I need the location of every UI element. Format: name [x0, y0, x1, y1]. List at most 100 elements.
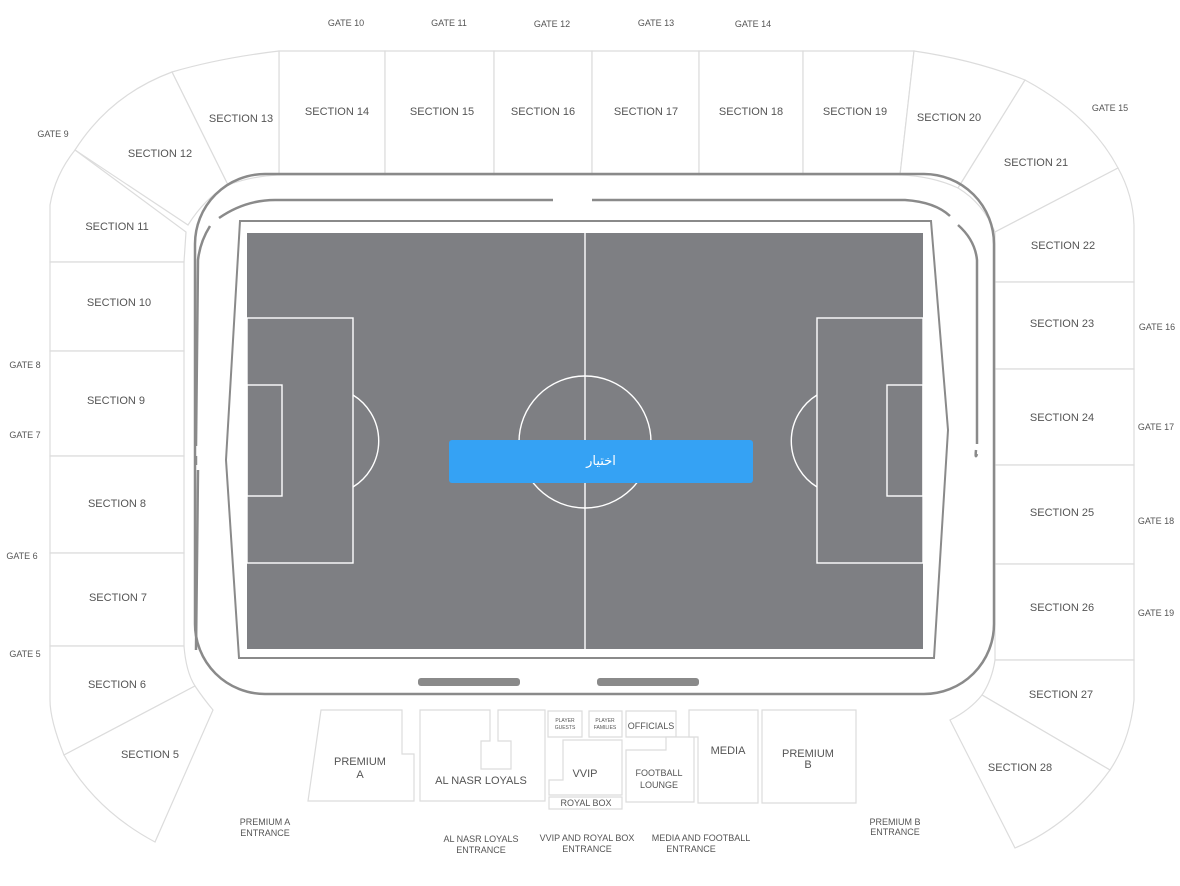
gate-12-label: GATE 12: [534, 19, 570, 29]
gate-15-label: GATE 15: [1092, 103, 1128, 113]
royal-box[interactable]: ROYAL BOX: [548, 796, 623, 810]
gate-6-label: GATE 6: [6, 551, 37, 561]
al-nasr-entrance-label-2: ENTRANCE: [456, 845, 506, 855]
tunnel-left: [418, 678, 520, 686]
section-13-label: SECTION 13: [209, 113, 273, 125]
royal-box-label: ROYAL BOX: [560, 798, 611, 808]
section-11-label: SECTION 11: [85, 221, 148, 233]
premium-a-box[interactable]: PREMIUM A: [307, 709, 415, 802]
premium-a-entrance-label-1: PREMIUM A: [240, 817, 291, 827]
section-19[interactable]: SECTION 19: [802, 50, 915, 176]
section-7[interactable]: SECTION 7: [49, 552, 185, 647]
media-box[interactable]: MEDIA: [688, 709, 759, 804]
media-entrance-label-1: MEDIA AND FOOTBALL: [652, 833, 751, 843]
football-lounge-label-1: FOOTBALL: [635, 768, 682, 778]
premium-b-label-2: B: [804, 759, 811, 771]
section-11[interactable]: SECTION 11: [49, 149, 187, 263]
football-lounge-box[interactable]: FOOTBALL LOUNGE: [625, 736, 695, 803]
section-16-label: SECTION 16: [511, 106, 575, 118]
section-22-label: SECTION 22: [1031, 240, 1095, 252]
section-7-label: SECTION 7: [89, 592, 147, 604]
section-5[interactable]: SECTION 5: [63, 685, 214, 843]
section-18[interactable]: SECTION 18: [698, 50, 804, 176]
section-10[interactable]: SECTION 10: [49, 261, 185, 352]
gate-9-label: GATE 9: [37, 129, 68, 139]
player-guests-box[interactable]: PLAYER GUESTS: [547, 710, 583, 738]
vvip-entrance-label-2: ENTRANCE: [562, 844, 612, 854]
section-17-label: SECTION 17: [614, 106, 678, 118]
gate-7-label: GATE 7: [9, 430, 40, 440]
right-goal-box: [886, 384, 924, 497]
premium-a-label-1: PREMIUM: [334, 756, 386, 768]
section-26[interactable]: SECTION 26: [994, 563, 1135, 661]
right-penalty-arc: [790, 394, 818, 488]
section-12-label: SECTION 12: [128, 148, 192, 160]
section-23[interactable]: SECTION 23: [994, 281, 1135, 370]
section-14[interactable]: SECTION 14: [278, 50, 386, 176]
officials-label: OFFICIALS: [628, 721, 675, 731]
left-goal-box: [246, 384, 283, 497]
gate-8-label: GATE 8: [9, 360, 40, 370]
section-17[interactable]: SECTION 17: [591, 50, 700, 176]
football-lounge-label-2: LOUNGE: [640, 780, 678, 790]
vvip-label: VVIP: [572, 768, 597, 780]
stadium-inner-ring: [194, 198, 979, 651]
gate-13-label: GATE 13: [638, 18, 674, 28]
section-28[interactable]: SECTION 28: [949, 694, 1111, 849]
gate-19-label: GATE 19: [1138, 608, 1174, 618]
select-button[interactable]: اختيار: [449, 440, 753, 483]
vvip-entrance-label-1: VVIP AND ROYAL BOX: [540, 833, 635, 843]
section-16[interactable]: SECTION 16: [493, 50, 593, 176]
section-9-label: SECTION 9: [87, 395, 145, 407]
al-nasr-entrance-label-1: AL NASR LOYALS: [443, 834, 518, 844]
gate-14-label: GATE 14: [735, 19, 771, 29]
al-nasr-loyals-box[interactable]: AL NASR LOYALS: [419, 709, 546, 802]
section-15-label: SECTION 15: [410, 106, 474, 118]
gate-18-label: GATE 18: [1138, 516, 1174, 526]
media-entrance-label-2: ENTRANCE: [666, 844, 716, 854]
section-26-label: SECTION 26: [1030, 602, 1094, 614]
section-18-label: SECTION 18: [719, 106, 783, 118]
al-nasr-loyals-label: AL NASR LOYALS: [435, 775, 527, 787]
left-penalty-arc: [352, 394, 380, 488]
gate-11-label: GATE 11: [431, 18, 467, 28]
section-8[interactable]: SECTION 8: [49, 455, 185, 554]
section-25[interactable]: SECTION 25: [994, 464, 1135, 565]
tunnel-right: [597, 678, 699, 686]
section-13[interactable]: SECTION 13: [171, 50, 280, 186]
section-24-label: SECTION 24: [1030, 412, 1094, 424]
section-8-label: SECTION 8: [88, 498, 146, 510]
gate-5-label: GATE 5: [9, 649, 40, 659]
premium-b-label-1: PREMIUM: [782, 748, 834, 760]
section-25-label: SECTION 25: [1030, 507, 1094, 519]
player-families-box[interactable]: PLAYER FAMILIES: [588, 710, 623, 738]
player-guests-label-2: GUESTS: [555, 725, 576, 731]
player-families-label-2: FAMILIES: [594, 725, 617, 731]
premium-a-label-2: A: [356, 769, 364, 781]
section-24[interactable]: SECTION 24: [994, 368, 1135, 466]
officials-box[interactable]: OFFICIALS: [625, 710, 677, 738]
pitch-border: [224, 220, 950, 659]
gate-16-label: GATE 16: [1139, 322, 1175, 332]
premium-b-entrance-label-2: ENTRANCE: [870, 827, 920, 837]
media-label: MEDIA: [711, 745, 747, 757]
section-10-label: SECTION 10: [87, 297, 151, 309]
vvip-box[interactable]: VVIP: [548, 739, 623, 796]
premium-b-box[interactable]: PREMIUM B: [761, 709, 857, 804]
section-21-label: SECTION 21: [1004, 157, 1068, 169]
premium-b-entrance-label-1: PREMIUM B: [869, 817, 920, 827]
section-28-label: SECTION 28: [988, 762, 1052, 774]
premium-a-entrance-label-2: ENTRANCE: [240, 828, 290, 838]
section-6-label: SECTION 6: [88, 679, 146, 691]
section-5-label: SECTION 5: [121, 749, 179, 761]
section-27-label: SECTION 27: [1029, 689, 1093, 701]
section-9[interactable]: SECTION 9: [49, 350, 185, 457]
section-23-label: SECTION 23: [1030, 318, 1094, 330]
section-14-label: SECTION 14: [305, 106, 369, 118]
player-guests-label-1: PLAYER: [555, 718, 575, 724]
gate-10-label: GATE 10: [328, 18, 364, 28]
player-families-label-1: PLAYER: [595, 718, 615, 724]
section-19-label: SECTION 19: [823, 106, 887, 118]
section-15[interactable]: SECTION 15: [384, 50, 495, 176]
